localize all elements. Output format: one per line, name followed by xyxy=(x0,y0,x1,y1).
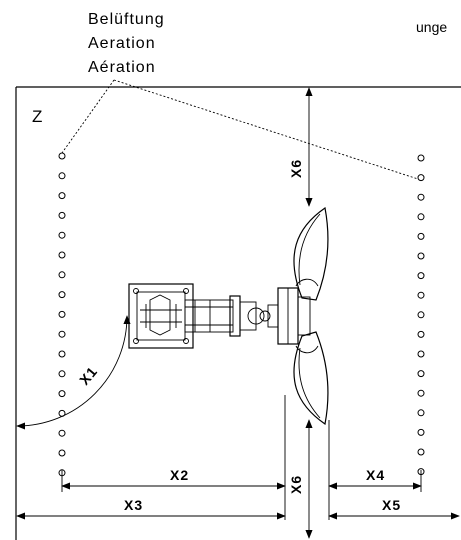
aeration-leader-lines xyxy=(61,79,422,181)
aeration-hole xyxy=(58,370,66,378)
aeration-holes-right xyxy=(417,154,425,476)
aeration-hole xyxy=(58,330,66,338)
aeration-hole xyxy=(58,211,66,219)
aeration-hole xyxy=(58,291,66,299)
aeration-hole xyxy=(417,174,425,182)
dimension-label-x6-top: X6 xyxy=(288,159,304,178)
aeration-hole xyxy=(58,429,66,437)
mounting-plate xyxy=(128,283,194,349)
dimension-label-x4: X4 xyxy=(366,467,385,483)
aeration-hole xyxy=(417,350,425,358)
aeration-hole xyxy=(417,389,425,397)
aeration-hole xyxy=(58,449,66,457)
dimension-label-x5: X5 xyxy=(382,497,401,513)
tank-outline xyxy=(15,86,461,540)
aeration-hole xyxy=(58,271,66,279)
corner-text: unge xyxy=(416,19,447,35)
aeration-hole xyxy=(58,152,66,160)
propeller-blades xyxy=(293,206,329,426)
aeration-hole xyxy=(417,213,425,221)
dimension-lines xyxy=(16,87,460,539)
aeration-hole xyxy=(417,232,425,240)
aeration-hole xyxy=(417,311,425,319)
aeration-hole xyxy=(417,252,425,260)
aeration-hole xyxy=(58,172,66,180)
aeration-hole xyxy=(417,370,425,378)
aeration-hole xyxy=(417,272,425,280)
aeration-holes-left xyxy=(58,152,66,477)
aeration-hole xyxy=(417,193,425,201)
aeration-hole xyxy=(417,428,425,436)
dimension-label-x2: X2 xyxy=(170,467,189,483)
mixer-assembly xyxy=(128,283,311,349)
aeration-hole xyxy=(58,192,66,200)
aeration-hole xyxy=(58,251,66,259)
aeration-label-en: Aeration xyxy=(88,35,156,52)
aeration-label-de: Belüftung xyxy=(88,11,165,28)
dimension-label-x3: X3 xyxy=(124,497,143,513)
aeration-hole xyxy=(417,330,425,338)
aeration-hole xyxy=(58,310,66,318)
dimension-label-x6-bottom: X6 xyxy=(288,475,304,494)
aeration-hole xyxy=(58,350,66,358)
aeration-hole xyxy=(417,154,425,162)
aeration-hole xyxy=(58,231,66,239)
zone-label: Z xyxy=(32,107,42,126)
aeration-label-fr: Aération xyxy=(88,59,156,76)
aeration-hole xyxy=(58,390,66,398)
aeration-hole xyxy=(417,448,425,456)
aeration-hole xyxy=(417,409,425,417)
aeration-hole xyxy=(417,291,425,299)
dimension-label-x1: X1 xyxy=(76,363,101,388)
